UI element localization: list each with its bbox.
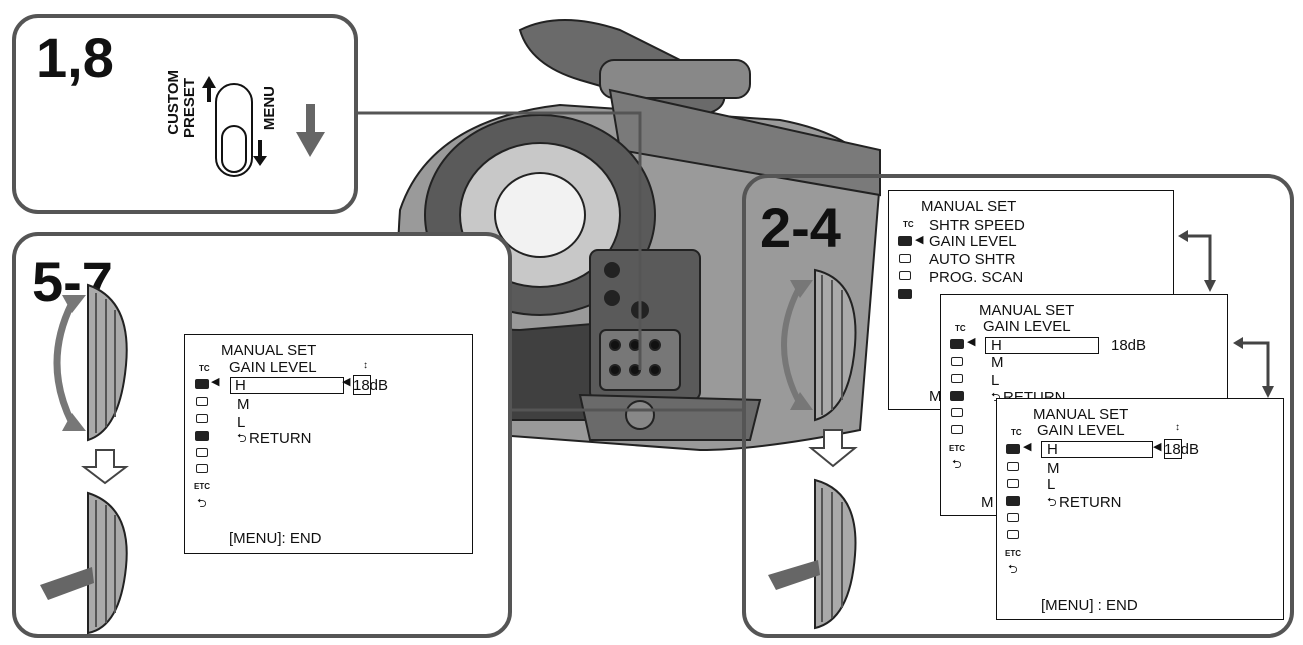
menu-item-shtr-speed[interactable]: SHTR SPEED [929, 217, 1025, 234]
menu-item-prog-scan[interactable]: PROG. SCAN [929, 269, 1024, 286]
return-option[interactable]: RETURN [249, 430, 312, 447]
menu-footer-partial: M [981, 494, 994, 511]
return-icon: ⮌ [237, 431, 247, 445]
menu-transition-arrows [1185, 234, 1270, 388]
camera-set-icon [1007, 462, 1019, 471]
gain-option-m[interactable]: M [1047, 460, 1060, 477]
return-icon: ⮌ [1008, 562, 1018, 576]
return-option[interactable]: RETURN [1059, 494, 1122, 511]
step-number: 1,8 [36, 26, 114, 89]
gain-option-l[interactable]: L [991, 372, 1000, 389]
cm-set-icon [195, 431, 209, 441]
menu-item-gain-level[interactable]: GAIN LEVEL [929, 233, 1017, 250]
gain-value: 18dB [1111, 337, 1147, 354]
tc-icon: TC [199, 364, 210, 373]
tc-icon: TC [1011, 428, 1022, 437]
selection-arrow-icon: ◀ [342, 376, 351, 388]
dial-graphic-5-7 [40, 283, 129, 635]
lcd-set-icon [951, 408, 963, 417]
cm-set-icon [1006, 496, 1020, 506]
arrowheads [1178, 230, 1274, 398]
menu-footer: [MENU] : END [1041, 597, 1138, 614]
gain-option-h-highlight[interactable] [230, 377, 344, 394]
gain-option-h[interactable]: H [235, 377, 246, 394]
value-box [353, 375, 371, 395]
menu-footer-partial: M [929, 388, 942, 405]
menu-title: MANUAL SET [1033, 406, 1129, 423]
menu-title: MANUAL SET [921, 198, 1017, 215]
panel-step-2-4: 2-4 [742, 174, 1294, 638]
gain-option-h-highlight[interactable] [985, 337, 1099, 354]
tape-set-icon [951, 425, 963, 434]
tc-icon: TC [903, 220, 914, 229]
value-box [1164, 439, 1182, 459]
switch-graphic [202, 76, 325, 177]
gain-value: 18dB [353, 377, 389, 394]
etc-icon: ETC [194, 482, 210, 491]
gain-option-m[interactable]: M [991, 354, 1004, 371]
gain-option-h[interactable]: H [1047, 441, 1058, 458]
manual-set-icon [950, 339, 964, 349]
selection-arrow-icon: ◀ [967, 336, 976, 348]
connector-lines [355, 111, 742, 412]
control-dial-rotate [781, 268, 857, 422]
control-dial-push [768, 478, 857, 630]
lcd-set-icon [1007, 513, 1019, 522]
menu-footer: [MENU]: END [229, 530, 322, 547]
menu-title: MANUAL SET [221, 342, 317, 359]
gain-option-l[interactable]: L [237, 414, 246, 431]
manual-set-icon [195, 379, 209, 389]
menu-subtitle: GAIN LEVEL [983, 318, 1071, 335]
up-down-indicator-icon: ↕ [363, 360, 368, 371]
gain-option-l[interactable]: L [1047, 476, 1056, 493]
panel-step-1-8: 1,8 [12, 14, 358, 214]
menu-subtitle: GAIN LEVEL [1037, 422, 1125, 439]
menu-subtitle: GAIN LEVEL [229, 359, 317, 376]
cm-set-icon [898, 289, 912, 299]
camera-set-icon [951, 357, 963, 366]
vtr-set-icon [951, 374, 963, 383]
selection-arrow-icon: ◀ [1153, 441, 1162, 453]
gain-value: 18dB [1164, 441, 1200, 458]
down-open-arrow [808, 429, 858, 468]
return-icon: ⮌ [1047, 495, 1057, 509]
step-number: 2-4 [760, 196, 841, 259]
menu-title: MANUAL SET [979, 302, 1075, 319]
selection-arrow-icon: ◀ [915, 234, 924, 246]
gain-option-m[interactable]: M [237, 396, 250, 413]
vtr-set-icon [1007, 479, 1019, 488]
lcd-set-icon [196, 448, 208, 457]
return-icon: ⮌ [197, 496, 207, 510]
return-icon: ⮌ [991, 390, 1001, 404]
cm-set-icon [950, 391, 964, 401]
etc-icon: ETC [949, 444, 965, 453]
menu-screen-gain-level-c: MANUAL SET GAIN LEVEL TC ↕ ◀ H ◀ 18dB M … [996, 398, 1284, 620]
manual-set-icon [1006, 444, 1020, 454]
menu-screen-gain-level: MANUAL SET GAIN LEVEL TC ◀ H ◀ 18dB ↕ M … [184, 334, 473, 554]
vtr-set-icon [899, 271, 911, 280]
return-icon: ⮌ [952, 457, 962, 471]
manual-set-icon [898, 236, 912, 246]
vtr-set-icon [196, 414, 208, 423]
camera-set-icon [196, 397, 208, 406]
etc-icon: ETC [1005, 549, 1021, 558]
gain-option-h[interactable]: H [991, 337, 1002, 354]
tape-set-icon [196, 464, 208, 473]
selection-arrow-icon: ◀ [1023, 441, 1032, 453]
tape-set-icon [1007, 530, 1019, 539]
menu-item-auto-shtr[interactable]: AUTO SHTR [929, 251, 1016, 268]
gain-option-h-highlight[interactable] [1041, 441, 1153, 458]
selection-arrow-icon: ◀ [211, 376, 220, 388]
camera-set-icon [899, 254, 911, 263]
tc-icon: TC [955, 324, 966, 333]
up-down-indicator-icon: ↕ [1175, 422, 1180, 433]
